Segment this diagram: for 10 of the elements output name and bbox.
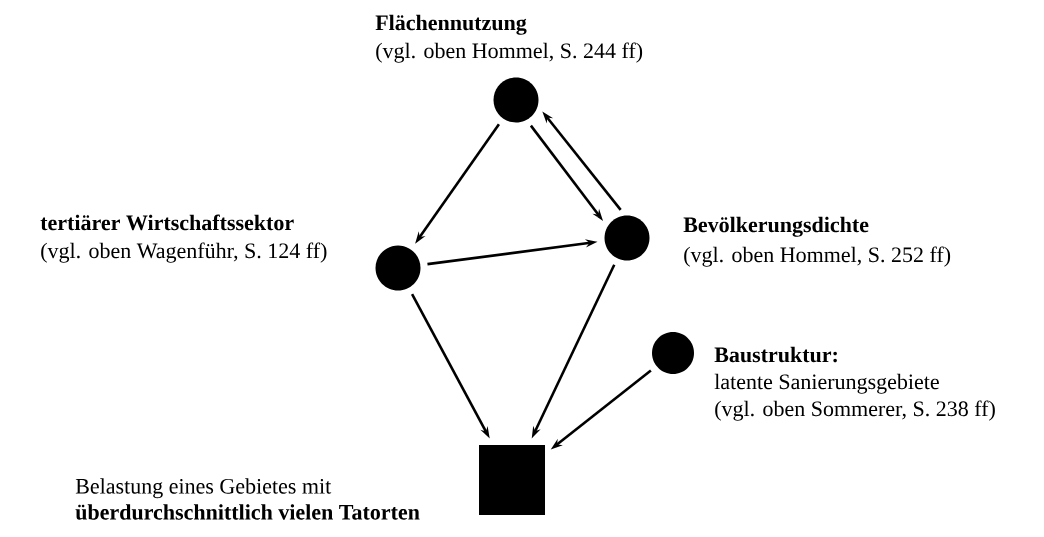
node-label: Belastung eines Gebietes mit überdurchschnittlich vielen Tatorten — [75, 478, 420, 520]
node-label: latente Sanierungsgebiete — [714, 373, 939, 394]
node-label: Baustruktur: — [714, 346, 837, 363]
node-label: (vgl. oben Wagenführ, S. 124 ff) — [41, 242, 327, 263]
node-label: Bevölkerungsdichte — [683, 216, 869, 237]
node-label: (vgl. oben Hommel, S. 244 ff) — [376, 42, 643, 63]
node-label: (vgl. oben Hommel, S. 252 ff) — [684, 246, 951, 267]
node-label: (vgl. oben Sommerer, S. 238 ff) — [715, 400, 995, 421]
node-label: tertiärer Wirtschaftssektor — [40, 214, 294, 231]
node-label: Flächennutzung — [375, 14, 527, 35]
